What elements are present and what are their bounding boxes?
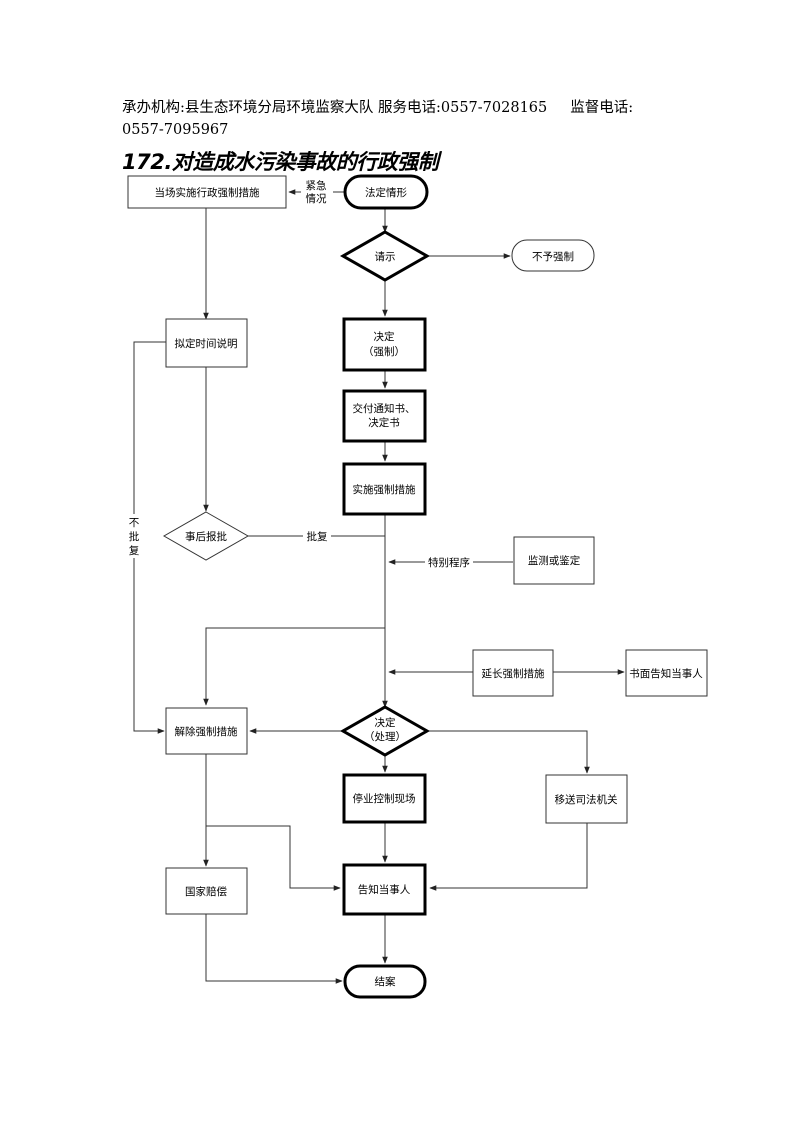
- edge-release-notify: [206, 825, 341, 891]
- node-onsite-label: 当场实施行政强制措施: [155, 186, 260, 199]
- node-decide-handle-l1: 决定: [375, 716, 396, 729]
- node-onsite: 当场实施行政强制措施: [127, 175, 287, 209]
- node-written-notice-label: 书面告知当事人: [629, 667, 703, 680]
- node-stop-control-label: 停业控制现场: [353, 792, 416, 805]
- node-notify-label: 告知当事人: [358, 883, 411, 896]
- node-decide-enforce: 决定 （强制）: [342, 317, 427, 372]
- node-decide-handle: 决定 （处理）: [339, 705, 431, 757]
- node-deliver-l1: 交付通知书、: [353, 402, 416, 415]
- edge-decide2-transfer: [427, 730, 590, 774]
- edge-transfer-notify: [429, 823, 588, 891]
- node-monitor: 监测或鉴定: [513, 536, 595, 585]
- node-no-enforce: 不予强制: [511, 239, 595, 272]
- label-not-approve-2: 批: [129, 530, 140, 543]
- node-release-label: 解除强制措施: [175, 725, 238, 738]
- node-transfer: 移送司法机关: [545, 774, 628, 824]
- connectors: [133, 189, 625, 984]
- edge-compensation-close: [205, 914, 343, 984]
- node-compensation-label: 国家赔偿: [185, 885, 227, 898]
- node-notify: 告知当事人: [342, 863, 427, 916]
- label-special: 特别程序: [428, 556, 470, 569]
- page-title: 172.对造成水污染事故的行政强制: [122, 150, 439, 174]
- label-not-approve-1: 不: [129, 517, 140, 529]
- node-close-label: 结案: [375, 975, 396, 988]
- node-monitor-label: 监测或鉴定: [528, 554, 581, 567]
- label-approve: 批复: [307, 530, 328, 543]
- node-deliver-l2: 决定书: [368, 416, 400, 429]
- label-not-approve-3: 复: [129, 544, 140, 557]
- node-draft-time-label: 拟定时间说明: [175, 337, 238, 350]
- node-decide-handle-l2: （处理）: [364, 731, 406, 743]
- node-implement-label: 实施强制措施: [353, 483, 416, 496]
- header-service-info: 承办机构:县生态环境分局环境监察大队 服务电话:0557-7028165 监督电…: [122, 97, 692, 141]
- node-extend: 延长强制措施: [472, 649, 554, 697]
- node-request-label: 请示: [375, 250, 396, 263]
- node-implement: 实施强制措施: [342, 462, 427, 516]
- node-stop-control: 停业控制现场: [342, 773, 427, 824]
- node-post-report-label: 事后报批: [185, 530, 227, 543]
- header-line-1: 承办机构:县生态环境分局环境监察大队 服务电话:0557-7028165 监督电…: [122, 100, 634, 116]
- node-decide-enforce-l1: 决定: [374, 330, 395, 343]
- node-no-enforce-label: 不予强制: [532, 250, 574, 263]
- label-urgent-2: 情况: [306, 192, 327, 205]
- node-request: 请示: [339, 230, 431, 282]
- node-release: 解除强制措施: [165, 707, 248, 755]
- header-line-2: 0557-7095967: [122, 122, 229, 138]
- node-decide-enforce-l2: （强制）: [363, 345, 405, 358]
- node-post-report: 事后报批: [162, 511, 250, 561]
- node-deliver: 交付通知书、 决定书: [342, 389, 427, 443]
- node-compensation: 国家赔偿: [165, 867, 248, 915]
- node-written-notice: 书面告知当事人: [625, 649, 708, 697]
- node-extend-label: 延长强制措施: [482, 667, 545, 680]
- node-transfer-label: 移送司法机关: [555, 793, 618, 806]
- node-legal-label: 法定情形: [365, 186, 407, 199]
- label-urgent-1: 紧急: [306, 179, 327, 192]
- edge-main-release: [203, 627, 385, 706]
- node-draft-time: 拟定时间说明: [165, 318, 248, 368]
- node-legal: 法定情形: [343, 174, 429, 210]
- node-close: 结案: [343, 964, 427, 999]
